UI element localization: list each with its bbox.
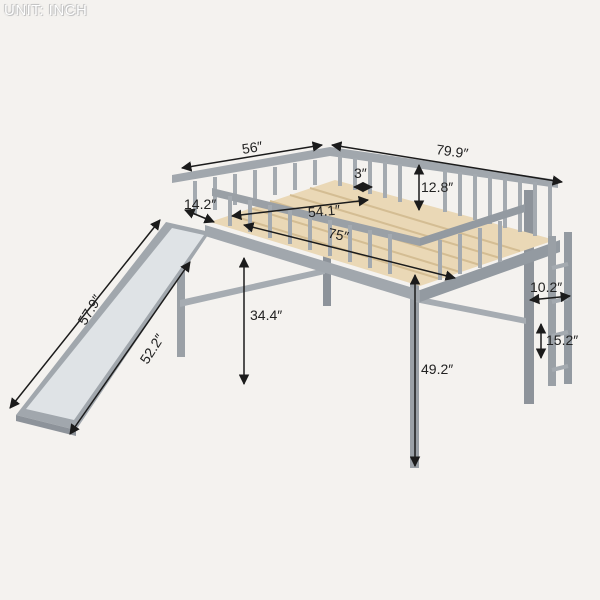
ladder-step-spacing-label: 15.2″ xyxy=(546,332,578,348)
ladder-width-label: 10.2″ xyxy=(530,279,562,295)
slide-ramp-length-label: 52.2″ xyxy=(137,331,168,367)
mattress-width-dimension-line xyxy=(230,195,370,221)
width-dimension-line xyxy=(180,141,324,172)
unit-badge: UNIT: INCH xyxy=(4,2,88,19)
mattress-length-dimension-line xyxy=(242,222,457,281)
ladder-width-dimension-line xyxy=(528,291,572,305)
total-width-label: 56″ xyxy=(241,138,264,157)
slide-ramp-dimension-line xyxy=(69,261,191,435)
underbed-clearance-label: 34.4″ xyxy=(250,307,282,323)
length-dimension-line xyxy=(330,141,564,186)
guardrail-height-label: 12.8″ xyxy=(421,179,453,195)
slat-gap-label: 3″ xyxy=(354,165,367,181)
ladder xyxy=(548,232,572,386)
dimension-lines xyxy=(9,141,572,468)
slide-entry-width-dimension-line xyxy=(184,208,215,224)
mattress-length-label: 75″ xyxy=(327,225,350,245)
total-height-label: 49.2″ xyxy=(421,361,453,377)
mattress-width-label: 54.1″ xyxy=(307,201,341,220)
slide-entry-width-label: 14.2″ xyxy=(184,196,216,212)
total-length-label: 79.9″ xyxy=(435,141,469,161)
